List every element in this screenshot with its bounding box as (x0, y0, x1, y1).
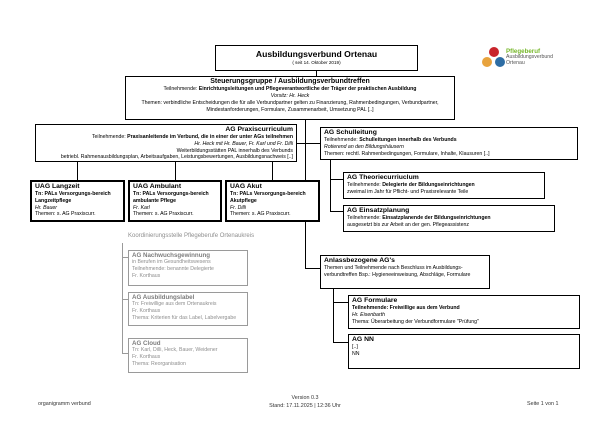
anlassbezogen-text: Themen und Teilnehmende nach Beschluss i… (324, 265, 471, 278)
theoriecurriculum-title: AG Theoriecurriuclum (347, 174, 419, 181)
ag-cloud-box: AG Cloud Tn: Karl, Dilli, Heck, Bauer, W… (128, 338, 248, 373)
page-subtitle: ( seit 14. Oktober 2019) (292, 60, 341, 66)
label-line3: Thema: Kriterien für das Label, Labelver… (132, 314, 237, 321)
connector-line (330, 160, 331, 212)
praxiscurriculum-line4: Weiterbildungsstätten PAL innerhalb des … (176, 147, 293, 154)
steuerung-teilnehmende: Teilnehmende: Einrichtungsleitungen und … (163, 86, 417, 93)
uag-ambulant-box: UAG Ambulant Tn: PALs Versorgungs-bereic… (128, 180, 222, 222)
uag-langzeit-leitung: Hr. Bauer (35, 204, 58, 211)
cloud-line1: Tn: Karl, Dilli, Heck, Bauer, Weidener (132, 347, 218, 354)
connector-line (272, 162, 273, 180)
footer-stand: Stand: 17.11.2025 | 12:36 Uhr (269, 403, 341, 409)
cloud-line3: Thema: Reorganisation (132, 360, 186, 367)
ag-praxiscurriculum-box: AG Praxiscurriculum Teilnehmende: Praxis… (35, 124, 297, 162)
gray-connector-line (122, 243, 123, 354)
uag-langzeit-themen: Themen: s. AG Praxiscurr. (35, 211, 96, 218)
label-line1: Tn: Freiwillige aus dem Ortenaukreis (132, 301, 217, 308)
steuerungsgruppe-box: Steuerungsgruppe / Ausbildungsverbundtre… (125, 76, 455, 120)
label-title: AG Ausbildungslabel (132, 294, 195, 301)
nn-line2: NN (352, 350, 360, 357)
uag-ambulant-title: UAG Ambulant (133, 183, 182, 190)
ag-schulleitung-box: AG Schulleitung Teilnehmende: Schulleitu… (320, 127, 578, 160)
footer-page-number: Seite 1 von 1 (527, 401, 559, 407)
praxiscurriculum-line5: betriebl. Rahmenausbildungsplan, Arbeits… (60, 154, 293, 161)
label-line2: Fr. Korthaus (132, 308, 161, 315)
title-box: Ausbildungsverbund Ortenau ( seit 14. Ok… (215, 45, 418, 71)
logo-line1: Ausbildungsverbund (506, 54, 554, 61)
ag-formulare-box: AG Formulare Teilnehmende: Freiwillige a… (348, 295, 580, 329)
praxiscurriculum-teilnehmende: Teilnehmende: Praxisanleitende im Verbun… (91, 134, 293, 141)
steuerung-title: Steuerungsgruppe / Ausbildungsverbundtre… (210, 78, 370, 85)
schulleitung-title: AG Schulleitung (324, 129, 377, 136)
uag-akut-themen: Themen: s. AG Praxiscurr. (230, 211, 291, 218)
anlassbezogene-ags-box: Anlassbezogene AG's Themen und Teilnehme… (320, 255, 490, 289)
nachwuchs-line2: Teilnehmende: benannte Delegierte (132, 266, 214, 273)
logo-line2: Ortenau (506, 60, 525, 67)
connector-line (333, 289, 334, 343)
uag-ambulant-themen: Themen: s. AG Praxiscurr. (133, 211, 194, 218)
gray-connector-line (122, 299, 128, 300)
ag-ausbildungslabel-box: AG Ausbildungslabel Tn: Freiwillige aus … (128, 292, 248, 326)
nachwuchs-title: AG Nachwuchsgewinnung (132, 252, 211, 259)
einsatzplanung-title: AG Einsatzplanung (347, 207, 410, 214)
steuerung-themen: Themen: verbindliche Entscheidungen die … (141, 99, 439, 113)
anlassbezogen-title: Anlassbezogene AG's (324, 257, 395, 264)
cloud-line2: Fr. Korthaus (132, 354, 161, 361)
uag-akut-box: UAG Akut Tn: PALs Versorgungs-bereich Ak… (225, 180, 320, 222)
praxiscurriculum-leitung: Hr. Heck mit Hr. Bauer, Fr. Karl und Fr.… (194, 140, 293, 147)
connector-line (333, 302, 348, 303)
connector-line (305, 268, 320, 269)
praxiscurriculum-title: AG Praxiscurriculum (225, 126, 293, 133)
formulare-thema: Thema: Überarbeitung der Verbundformular… (352, 318, 479, 325)
connector-line (316, 71, 317, 76)
formulare-teilnehmende: Teilnehmende: Freiwillige aus dem Verbun… (352, 305, 460, 312)
steuerung-vorsitz: Vorsitz: Hr. Heck (270, 93, 310, 100)
uag-ambulant-leitung: Fr. Karl (133, 204, 150, 211)
connector-line (175, 162, 176, 180)
uag-akut-title: UAG Akut (230, 183, 262, 190)
pflegeberuf-logo: Pflegeberuf Ausbildungsverbund Ortenau (480, 46, 590, 76)
ag-theoriecurriculum-box: AG Theoriecurriuclum Teilnehmende: Deleg… (343, 172, 545, 199)
nachwuchs-line1: in Berufen im Gesundheitswesens (132, 259, 211, 266)
schulleitung-teilnehmende: Teilnehmende: Schulleitungen innerhalb d… (324, 137, 457, 144)
einsatzplanung-teilnehmende: Teilnehmende: Einsatzplanende der Bildun… (347, 215, 491, 222)
formulare-title: AG Formulare (352, 297, 398, 304)
schulleitung-themen: Themen: rechtl. Rahmenbedingungen, Formu… (324, 150, 490, 157)
page-title: Ausbildungsverbund Ortenau (255, 49, 378, 59)
ag-einsatzplanung-box: AG Einsatzplanung Teilnehmende: Einsatzp… (343, 205, 555, 232)
connector-line (77, 162, 78, 180)
einsatzplanung-info: ausgesetzt bis zur Arbeit an der gen. Pf… (347, 221, 469, 228)
theoriecurriculum-teilnehmende: Teilnehmende: Delegierte der Bildungsein… (347, 182, 475, 189)
uag-langzeit-tn: Tn: PALs Versorgungs-bereich Langzeitpfl… (35, 191, 111, 204)
connector-line (330, 179, 343, 180)
logo-blue-circle-icon (495, 57, 505, 67)
footer-filename: organigramm verbund (38, 401, 91, 407)
nn-line1: [..] (352, 344, 358, 351)
uag-langzeit-title: UAG Langzeit (35, 183, 80, 190)
logo-red-circle-icon (489, 47, 499, 57)
logo-yellow-circle-icon (482, 57, 492, 67)
connector-line (297, 143, 320, 144)
uag-ambulant-tn: Tn: PALs Versorgungs-bereich ambulante P… (133, 191, 209, 204)
nn-title: AG NN (352, 336, 374, 343)
ag-nn-box: AG NN [..] NN (348, 334, 580, 369)
connector-line (330, 211, 343, 212)
uag-langzeit-box: UAG Langzeit Tn: PALs Versorgungs-bereic… (30, 180, 125, 222)
footer-version: Version 0.3 (291, 395, 319, 401)
cloud-title: AG Cloud (132, 340, 161, 347)
nachwuchs-line3: Fr. Korthaus (132, 272, 161, 279)
gray-connector-line (122, 353, 128, 354)
koordinierungsstelle-label: Koordinierungsstelle Pflegeberufe Ortena… (128, 233, 255, 239)
logo-brand: Pflegeberuf (506, 48, 541, 55)
gray-connector-line (122, 257, 128, 258)
schulleitung-ort: Rotierend an den Bildungshäusern (324, 143, 404, 150)
connector-line (333, 342, 348, 343)
formulare-leitung: Hr. Eisenbarth (352, 311, 385, 318)
theoriecurriculum-info: zweimal im Jahr für Pflicht- und Praxisr… (347, 188, 469, 195)
logo-text: Pflegeberuf Ausbildungsverbund Ortenau (506, 48, 553, 67)
uag-akut-leitung: Fr. Dilli (230, 204, 246, 211)
ag-nachwuchsgewinnung-box: AG Nachwuchsgewinnung in Berufen im Gesu… (128, 250, 248, 286)
uag-akut-tn: Tn: PALs Versorgungs-bereich Akutpflege (230, 191, 306, 204)
